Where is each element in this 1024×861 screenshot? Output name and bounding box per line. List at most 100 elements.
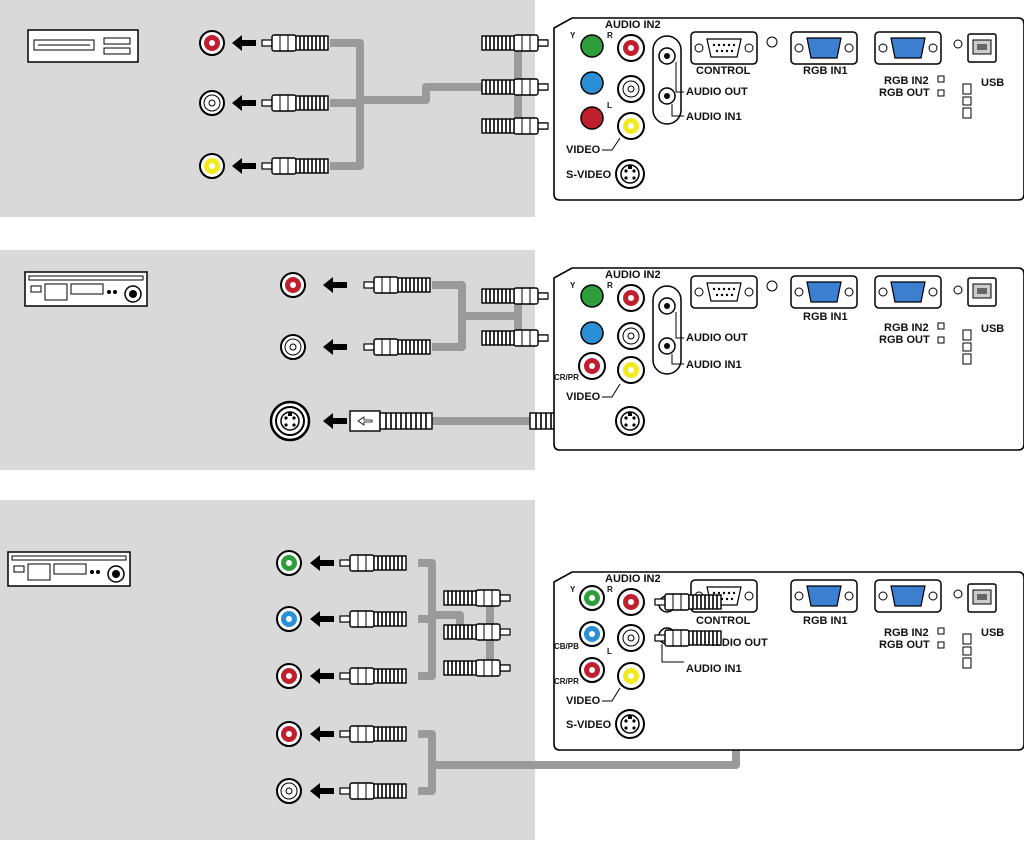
label-y: Y [570, 281, 576, 290]
label-cb-pb: CB/PB [554, 642, 579, 651]
rca-plug [443, 659, 511, 677]
audio-in2-l-jack[interactable] [617, 75, 645, 103]
label-s-video: S-VIDEO [566, 169, 612, 181]
rca-plug [261, 94, 329, 112]
label-usb: USB [981, 77, 1004, 89]
control-port[interactable] [690, 275, 758, 309]
svideo-plug-left [349, 410, 433, 432]
video-jack[interactable] [617, 112, 645, 140]
cb-pb-jack[interactable] [579, 621, 605, 647]
audio-in2-r-jack[interactable] [617, 284, 645, 312]
rgb-in1-port[interactable] [790, 31, 858, 65]
switch-rgb-out [937, 641, 945, 649]
usb-port[interactable] [967, 277, 997, 307]
label-audio-out: AUDIO OUT [686, 332, 748, 344]
label-control: CONTROL [696, 65, 751, 77]
projector-panel-2: AUDIO IN2 Y R CR/PR AUDIO OUT [553, 267, 1024, 451]
label-rgb-in2: RGB IN2 [884, 627, 929, 639]
s-video-jack[interactable] [615, 406, 645, 436]
switch-rgb-in2 [937, 322, 945, 330]
label-audio-in1: AUDIO IN1 [686, 663, 742, 675]
label-control: CONTROL [696, 615, 751, 627]
rca-plug [654, 593, 722, 611]
projector-panel-1: AUDIO IN2 Y R L AUDIO OUT AUDIO IN1 [553, 17, 1024, 201]
source-svideo-jack [269, 400, 311, 442]
rca-plug [339, 554, 407, 572]
audio-in2-l-jack[interactable] [617, 624, 645, 652]
label-cr-pr: CR/PR [554, 373, 579, 382]
source-jack-red [199, 30, 225, 56]
rgb-in2-port[interactable] [874, 579, 942, 613]
audio-out-jack[interactable] [658, 297, 676, 315]
rca-plug [339, 610, 407, 628]
switch-rgb-out [937, 89, 945, 97]
rca-plug [261, 157, 329, 175]
audio-in2-r-jack[interactable] [617, 588, 645, 616]
y-jack[interactable] [579, 585, 605, 611]
rca-plug [654, 629, 722, 647]
label-s-video: S-VIDEO [566, 719, 612, 731]
label-rgb-in1: RGB IN1 [803, 615, 848, 627]
rca-plug [339, 782, 407, 800]
rca-plug [363, 276, 431, 294]
projector-panel-3: AUDIO IN2 Y R L CB/PB CR/PR [553, 571, 1024, 751]
audio-out-jack[interactable] [658, 47, 676, 65]
label-audio-in2: AUDIO IN2 [605, 573, 661, 585]
rca-plug [339, 725, 407, 743]
rca-plug [261, 34, 329, 52]
label-cr-pr: CR/PR [554, 677, 579, 686]
source-jack-white [276, 778, 302, 804]
label-audio-in1: AUDIO IN1 [686, 359, 742, 371]
rca-plug [443, 589, 511, 607]
switch-rgb-in2 [937, 75, 945, 83]
usb-port[interactable] [967, 33, 997, 63]
label-y: Y [570, 31, 576, 40]
rgb-in2-port[interactable] [874, 275, 942, 309]
rgb-in1-port[interactable] [790, 579, 858, 613]
audio-in1-jack[interactable] [658, 337, 676, 355]
audio-in2-l-jack[interactable] [617, 322, 645, 350]
source-jack-red [276, 721, 302, 747]
rgb-in1-port[interactable] [790, 275, 858, 309]
switch-rgb-out [937, 336, 945, 344]
label-usb: USB [981, 323, 1004, 335]
s-video-jack[interactable] [615, 709, 645, 739]
video-jack[interactable] [617, 356, 645, 384]
audio-in1-jack[interactable] [658, 87, 676, 105]
rca-plug [339, 667, 407, 685]
label-rgb-in1: RGB IN1 [803, 311, 848, 323]
source-jack-red [276, 663, 302, 689]
source-jack-yellow [199, 153, 225, 179]
dvd-player-icon [7, 551, 131, 587]
label-rgb-in2: RGB IN2 [884, 75, 929, 87]
cr-pr-jack[interactable] [578, 352, 606, 380]
rca-plug [481, 78, 549, 96]
label-audio-in1: AUDIO IN1 [686, 111, 742, 123]
rgb-in2-port[interactable] [874, 31, 942, 65]
label-usb: USB [981, 627, 1004, 639]
label-rgb-in1: RGB IN1 [803, 65, 848, 77]
s-video-jack[interactable] [615, 159, 645, 189]
control-port[interactable] [690, 31, 758, 65]
rca-plug [363, 338, 431, 356]
label-rgb-out: RGB OUT [879, 334, 930, 346]
label-audio-in2: AUDIO IN2 [605, 19, 661, 31]
cr-pr-jack[interactable] [579, 657, 605, 683]
rca-plug [481, 329, 549, 347]
source-jack-red [280, 272, 306, 298]
switch-rgb-in2 [937, 627, 945, 635]
usb-port[interactable] [967, 583, 997, 613]
audio-in2-r-jack[interactable] [617, 34, 645, 62]
label-r: R [607, 31, 613, 40]
dvd-player-icon [24, 271, 148, 307]
video-jack[interactable] [617, 662, 645, 690]
vcr-icon [27, 29, 139, 63]
label-rgb-in2: RGB IN2 [884, 322, 929, 334]
label-r: R [607, 585, 613, 594]
label-audio-out: AUDIO OUT [686, 86, 748, 98]
rca-plug [443, 623, 511, 641]
label-video: VIDEO [566, 144, 601, 156]
rca-plug [481, 287, 549, 305]
source-jack-white [199, 90, 225, 116]
